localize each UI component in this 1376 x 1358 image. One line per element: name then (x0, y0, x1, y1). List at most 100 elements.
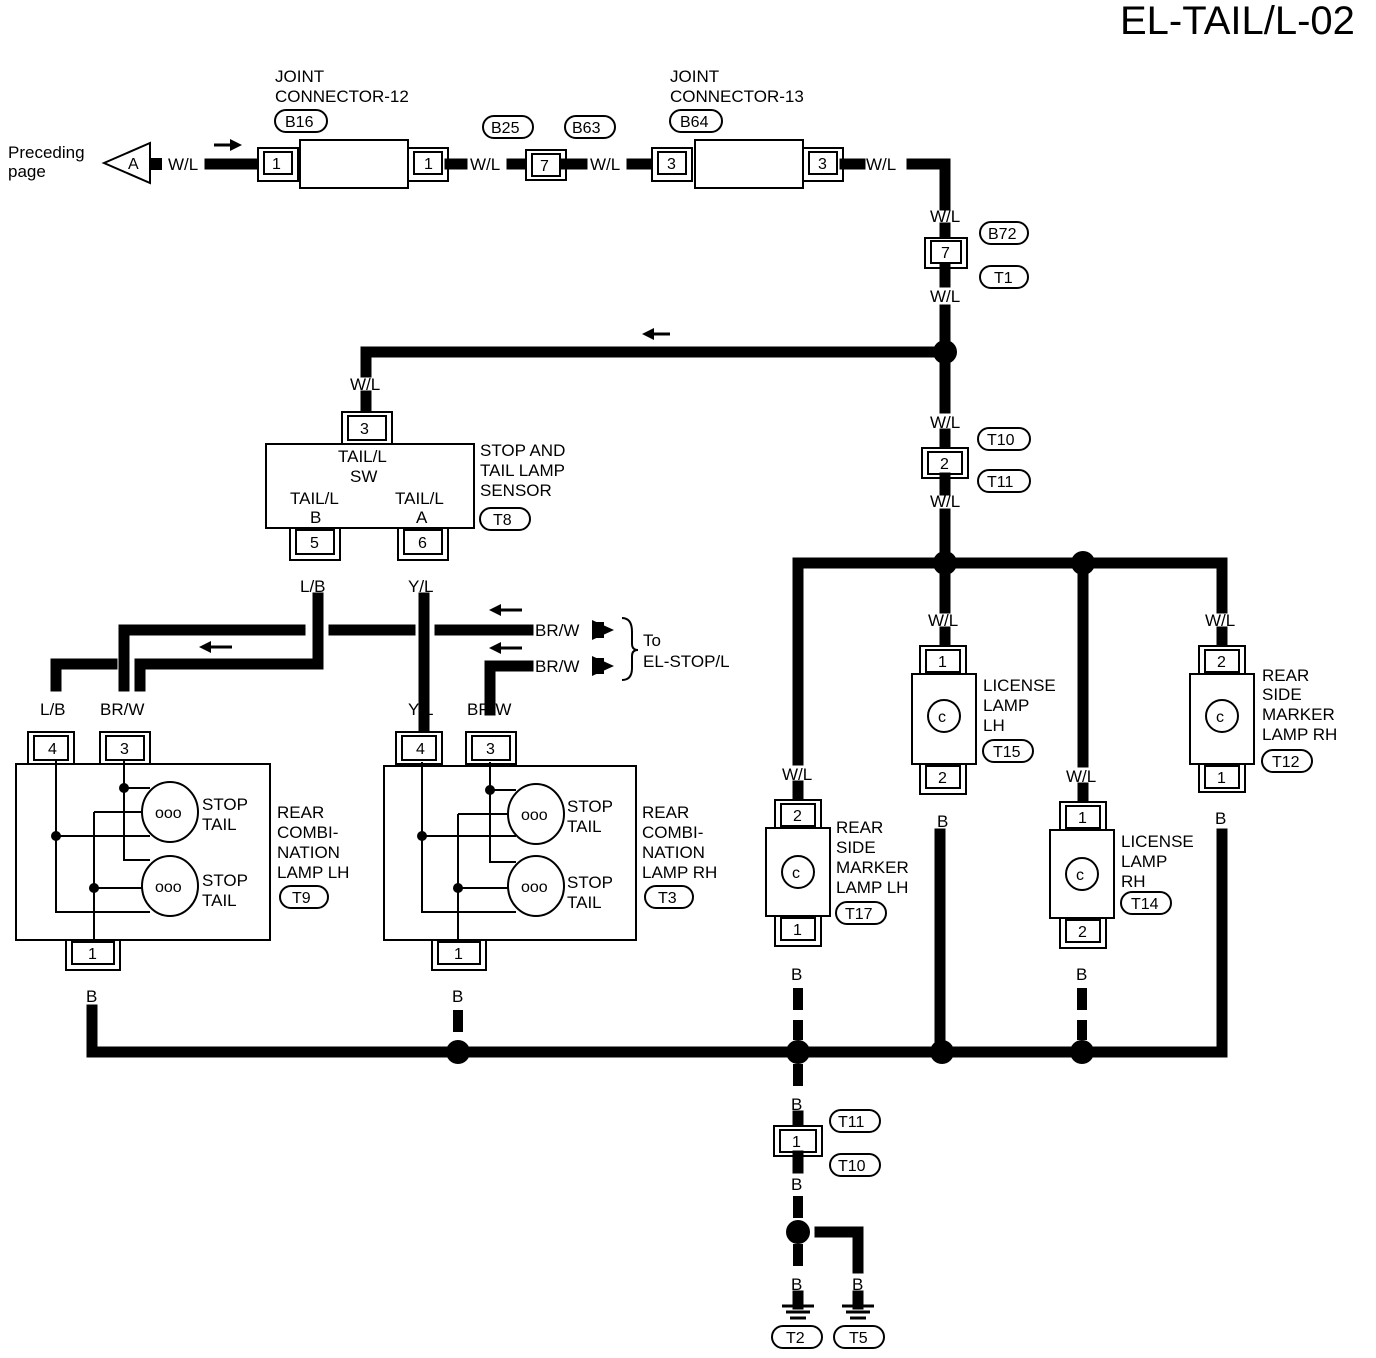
svg-text:MARKER: MARKER (1262, 705, 1335, 724)
connector-a-label: A (128, 156, 139, 173)
svg-text:2: 2 (938, 770, 947, 787)
svg-text:5: 5 (310, 535, 319, 552)
svg-text:LAMP: LAMP (983, 696, 1029, 715)
svg-text:TAIL/L: TAIL/L (290, 489, 339, 508)
svg-text:W/L: W/L (930, 492, 960, 511)
svg-text:T11: T11 (838, 1114, 864, 1131)
connector-t11-t10-bottom: 1 T11 T10 (773, 1109, 881, 1177)
svg-text:W/L: W/L (350, 375, 380, 394)
svg-text:B63: B63 (572, 120, 601, 137)
svg-text:7: 7 (540, 158, 549, 175)
svg-text:1: 1 (792, 1134, 801, 1151)
svg-text:L/B: L/B (300, 577, 326, 596)
preceding-label: Preceding (8, 143, 85, 162)
rear-combination-lamp-lh: 4 3 ooo ooo STOP TAIL STOP TAIL REAR COM… (15, 731, 349, 971)
connector-t10-t11-top: 2 T10 T11 (921, 427, 1031, 493)
svg-text:W/L: W/L (866, 155, 896, 174)
rear-combination-lamp-rh: 4 3 ooo ooo STOP TAIL STOP TAIL REAR COM… (383, 731, 717, 971)
svg-text:3: 3 (818, 156, 827, 173)
preceding-page-connector: Preceding page A W/L (8, 141, 198, 185)
svg-text:T8: T8 (493, 512, 512, 529)
svg-text:NATION: NATION (277, 843, 340, 862)
svg-text:RH: RH (1121, 872, 1146, 891)
svg-text:2: 2 (1217, 654, 1226, 671)
svg-text:LAMP RH: LAMP RH (642, 863, 717, 882)
svg-text:STOP: STOP (202, 871, 248, 890)
svg-text:SIDE: SIDE (836, 838, 876, 857)
svg-text:Y/L: Y/L (408, 700, 434, 719)
rear-side-marker-lamp-rh: 2 c 1 REAR SIDE MARKER LAMP RH T12 (1189, 645, 1337, 793)
svg-text:B: B (791, 965, 802, 984)
svg-text:TAIL/L: TAIL/L (338, 447, 387, 466)
svg-text:B: B (791, 1175, 802, 1194)
svg-text:TAIL LAMP: TAIL LAMP (480, 461, 565, 480)
svg-text:STOP AND: STOP AND (480, 441, 565, 460)
svg-text:W/L: W/L (928, 611, 958, 630)
license-lamp-rh: 1 c 2 LICENSE LAMP RH T14 (1049, 801, 1194, 949)
svg-text:B: B (791, 1095, 802, 1114)
svg-text:JOINT: JOINT (275, 67, 324, 86)
bulb-icon: c (938, 709, 946, 726)
svg-text:2: 2 (940, 456, 949, 473)
diagram-title: EL-TAIL/L-02 (1120, 0, 1355, 43)
svg-text:B: B (1076, 965, 1087, 984)
svg-text:T15: T15 (993, 744, 1021, 761)
svg-text:TAIL/L: TAIL/L (395, 489, 444, 508)
svg-text:REAR: REAR (836, 818, 883, 837)
svg-text:2: 2 (793, 808, 802, 825)
wire-label: W/L (168, 155, 198, 174)
bulb-icon: c (1076, 867, 1084, 884)
svg-text:B: B (310, 508, 321, 527)
svg-text:BR/W: BR/W (100, 700, 144, 719)
bulb-filament-icon: ooo (521, 807, 548, 824)
svg-text:SIDE: SIDE (1262, 685, 1302, 704)
svg-text:W/L: W/L (930, 413, 960, 432)
svg-text:TAIL: TAIL (567, 817, 602, 836)
connector-a-triangle-icon (101, 141, 151, 185)
svg-text:2: 2 (1078, 924, 1087, 941)
svg-text:3: 3 (486, 741, 495, 758)
svg-text:B25: B25 (491, 120, 520, 137)
svg-text:T14: T14 (1131, 896, 1159, 913)
svg-text:EL-STOP/L: EL-STOP/L (643, 652, 730, 671)
svg-text:REAR: REAR (642, 803, 689, 822)
svg-text:T3: T3 (658, 890, 677, 907)
svg-text:L/B: L/B (40, 700, 66, 719)
svg-text:7: 7 (941, 245, 950, 262)
svg-text:SW: SW (350, 467, 377, 486)
joint-connector-13: JOINT CONNECTOR-13 B64 3 3 (651, 67, 844, 189)
svg-text:TAIL: TAIL (202, 815, 237, 834)
svg-text:BR/W: BR/W (535, 657, 579, 676)
svg-text:JOINT: JOINT (670, 67, 719, 86)
svg-text:T5: T5 (849, 1330, 868, 1347)
svg-text:LICENSE: LICENSE (1121, 832, 1194, 851)
svg-text:LH: LH (983, 716, 1005, 735)
bulb-filament-icon: ooo (521, 879, 548, 896)
svg-text:LICENSE: LICENSE (983, 676, 1056, 695)
svg-text:W/L: W/L (470, 155, 500, 174)
bulb-filament-icon: ooo (155, 805, 182, 822)
svg-text:W/L: W/L (930, 207, 960, 226)
svg-text:TAIL: TAIL (567, 893, 602, 912)
svg-text:T11: T11 (987, 474, 1013, 491)
svg-text:LAMP RH: LAMP RH (1262, 725, 1337, 744)
svg-text:4: 4 (48, 741, 57, 758)
connector-code-badge (274, 109, 328, 133)
ground-t2: T2 (771, 1290, 823, 1349)
svg-text:STOP: STOP (567, 797, 613, 816)
svg-text:B: B (937, 812, 948, 831)
svg-text:B: B (452, 987, 463, 1006)
svg-text:To: To (643, 631, 661, 650)
svg-text:W/L: W/L (590, 155, 620, 174)
svg-text:1: 1 (793, 922, 802, 939)
license-lamp-lh: 1 c 2 LICENSE LAMP LH T15 (911, 645, 1056, 795)
bulb-filament-icon: ooo (155, 879, 182, 896)
svg-text:1: 1 (938, 654, 947, 671)
svg-text:STOP: STOP (202, 795, 248, 814)
svg-text:MARKER: MARKER (836, 858, 909, 877)
svg-text:1: 1 (272, 156, 281, 173)
svg-text:STOP: STOP (567, 873, 613, 892)
svg-text:LAMP: LAMP (1121, 852, 1167, 871)
svg-text:B64: B64 (680, 114, 709, 131)
svg-text:1: 1 (424, 156, 433, 173)
